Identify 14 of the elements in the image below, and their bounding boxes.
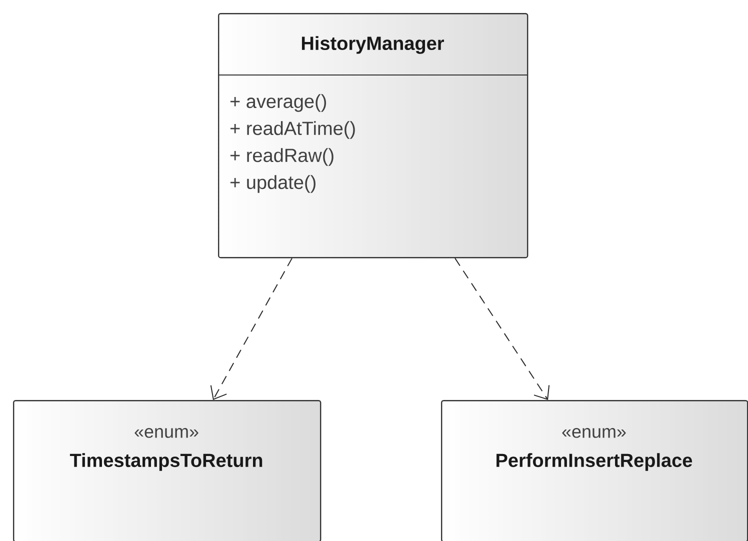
class-name: PerformInsertReplace [496,453,692,471]
enum-box [441,400,748,541]
class-box [218,13,528,258]
operation: + update() [230,175,316,193]
stereotype: «enum» [562,428,626,438]
dependency-arrow [210,258,292,400]
operation: + readAtTime() [230,121,355,139]
operation: + average() [230,94,326,112]
operation: + readRaw() [230,148,334,166]
class-name: HistoryManager [302,36,444,54]
stereotype: «enum» [134,428,198,438]
enum-box [13,400,322,541]
class-name: TimestampsToReturn [70,453,262,471]
dependency-arrow [454,258,550,400]
